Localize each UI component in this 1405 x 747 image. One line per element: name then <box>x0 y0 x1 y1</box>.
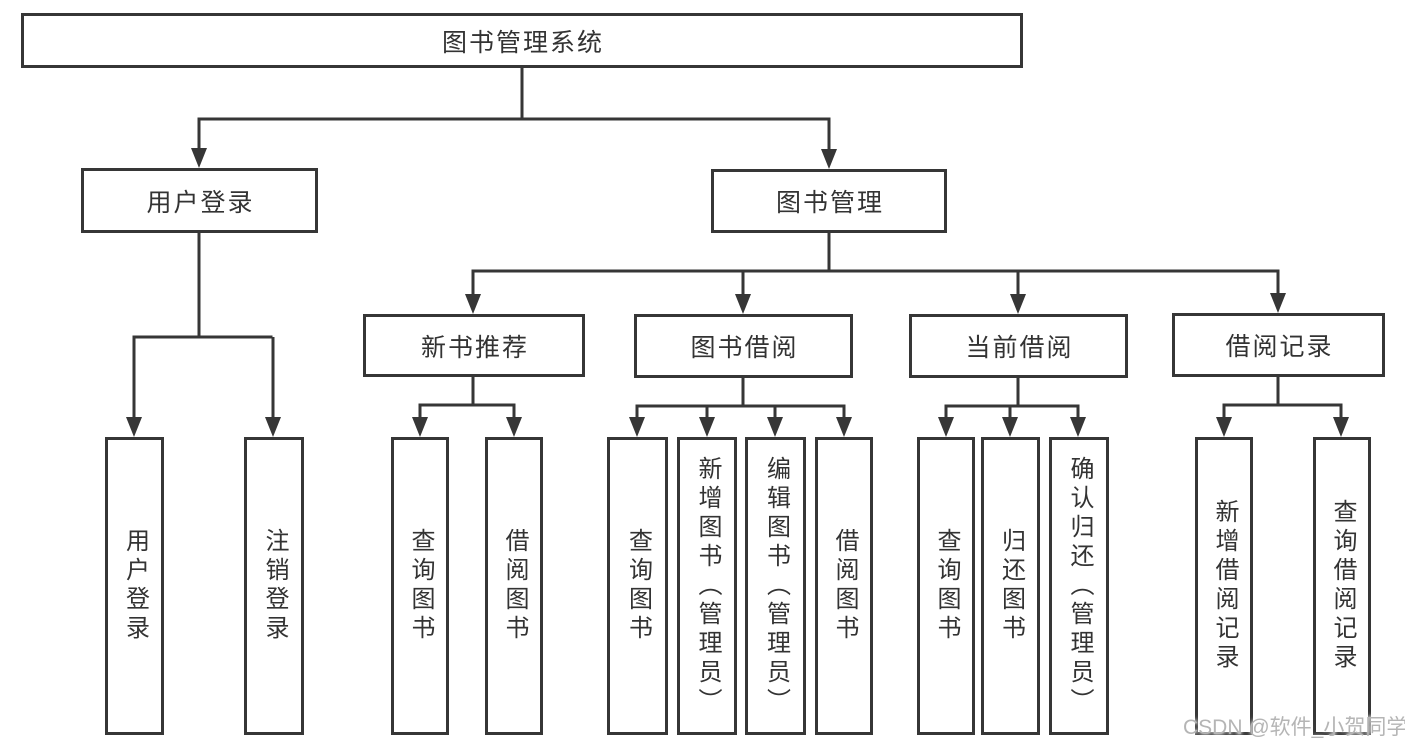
node-new-book-recommend: 新书推荐 <box>363 314 585 377</box>
node-label: 当前借阅 <box>965 334 1074 362</box>
node-leaf-return-books: 归还图书 <box>981 437 1040 735</box>
node-current-borrowing: 当前借阅 <box>909 314 1128 378</box>
node-leaf-logout: 注销登录 <box>244 437 304 735</box>
node-label: 借阅图书 <box>501 528 528 644</box>
node-label: 借阅记录 <box>1225 333 1334 361</box>
node-label: 确认归还（管理员） <box>1066 455 1093 717</box>
node-label: 新书推荐 <box>420 333 529 362</box>
node-label: 图书借阅 <box>690 334 799 362</box>
node-label: 图书管理系统 <box>441 28 604 57</box>
node-leaf-edit-books-admin: 编辑图书（管理员） <box>745 437 806 735</box>
node-label: 查询借阅记录 <box>1329 499 1356 673</box>
node-label: 归还图书 <box>997 528 1025 644</box>
node-label: 新增图书（管理员） <box>694 455 721 717</box>
node-borrow-records: 借阅记录 <box>1172 313 1385 377</box>
node-leaf-confirm-return-admin: 确认归还（管理员） <box>1049 437 1109 735</box>
node-label: 借阅图书 <box>831 528 858 644</box>
node-root-system: 图书管理系统 <box>21 13 1023 68</box>
node-label: 用户登录 <box>121 528 149 644</box>
node-label: 用户登录 <box>146 188 255 217</box>
node-leaf-borrow-books: 借阅图书 <box>485 437 543 735</box>
node-leaf-add-books-admin: 新增图书（管理员） <box>677 437 737 735</box>
csdn-watermark: CSDN @软件_小贺同学 <box>1183 716 1405 739</box>
node-label: 查询图书 <box>933 528 960 644</box>
node-book-management: 图书管理 <box>711 169 947 233</box>
node-label: 注销登录 <box>261 528 288 644</box>
node-leaf-query-books: 查询图书 <box>607 437 668 735</box>
node-leaf-query-books: 查询图书 <box>917 437 975 735</box>
node-label: 新增借阅记录 <box>1211 499 1238 673</box>
node-leaf-query-borrow-record: 查询借阅记录 <box>1313 437 1371 735</box>
node-book-borrowing: 图书借阅 <box>634 314 853 378</box>
node-user-login: 用户登录 <box>81 168 318 233</box>
node-leaf-borrow-books: 借阅图书 <box>815 437 873 735</box>
node-leaf-add-borrow-record: 新增借阅记录 <box>1195 437 1253 735</box>
node-leaf-query-books: 查询图书 <box>391 437 449 735</box>
node-label: 查询图书 <box>407 528 434 644</box>
node-label: 查询图书 <box>624 528 652 644</box>
node-leaf-user-login: 用户登录 <box>105 437 164 735</box>
node-label: 图书管理 <box>775 189 884 217</box>
node-label: 编辑图书（管理员） <box>762 455 790 717</box>
